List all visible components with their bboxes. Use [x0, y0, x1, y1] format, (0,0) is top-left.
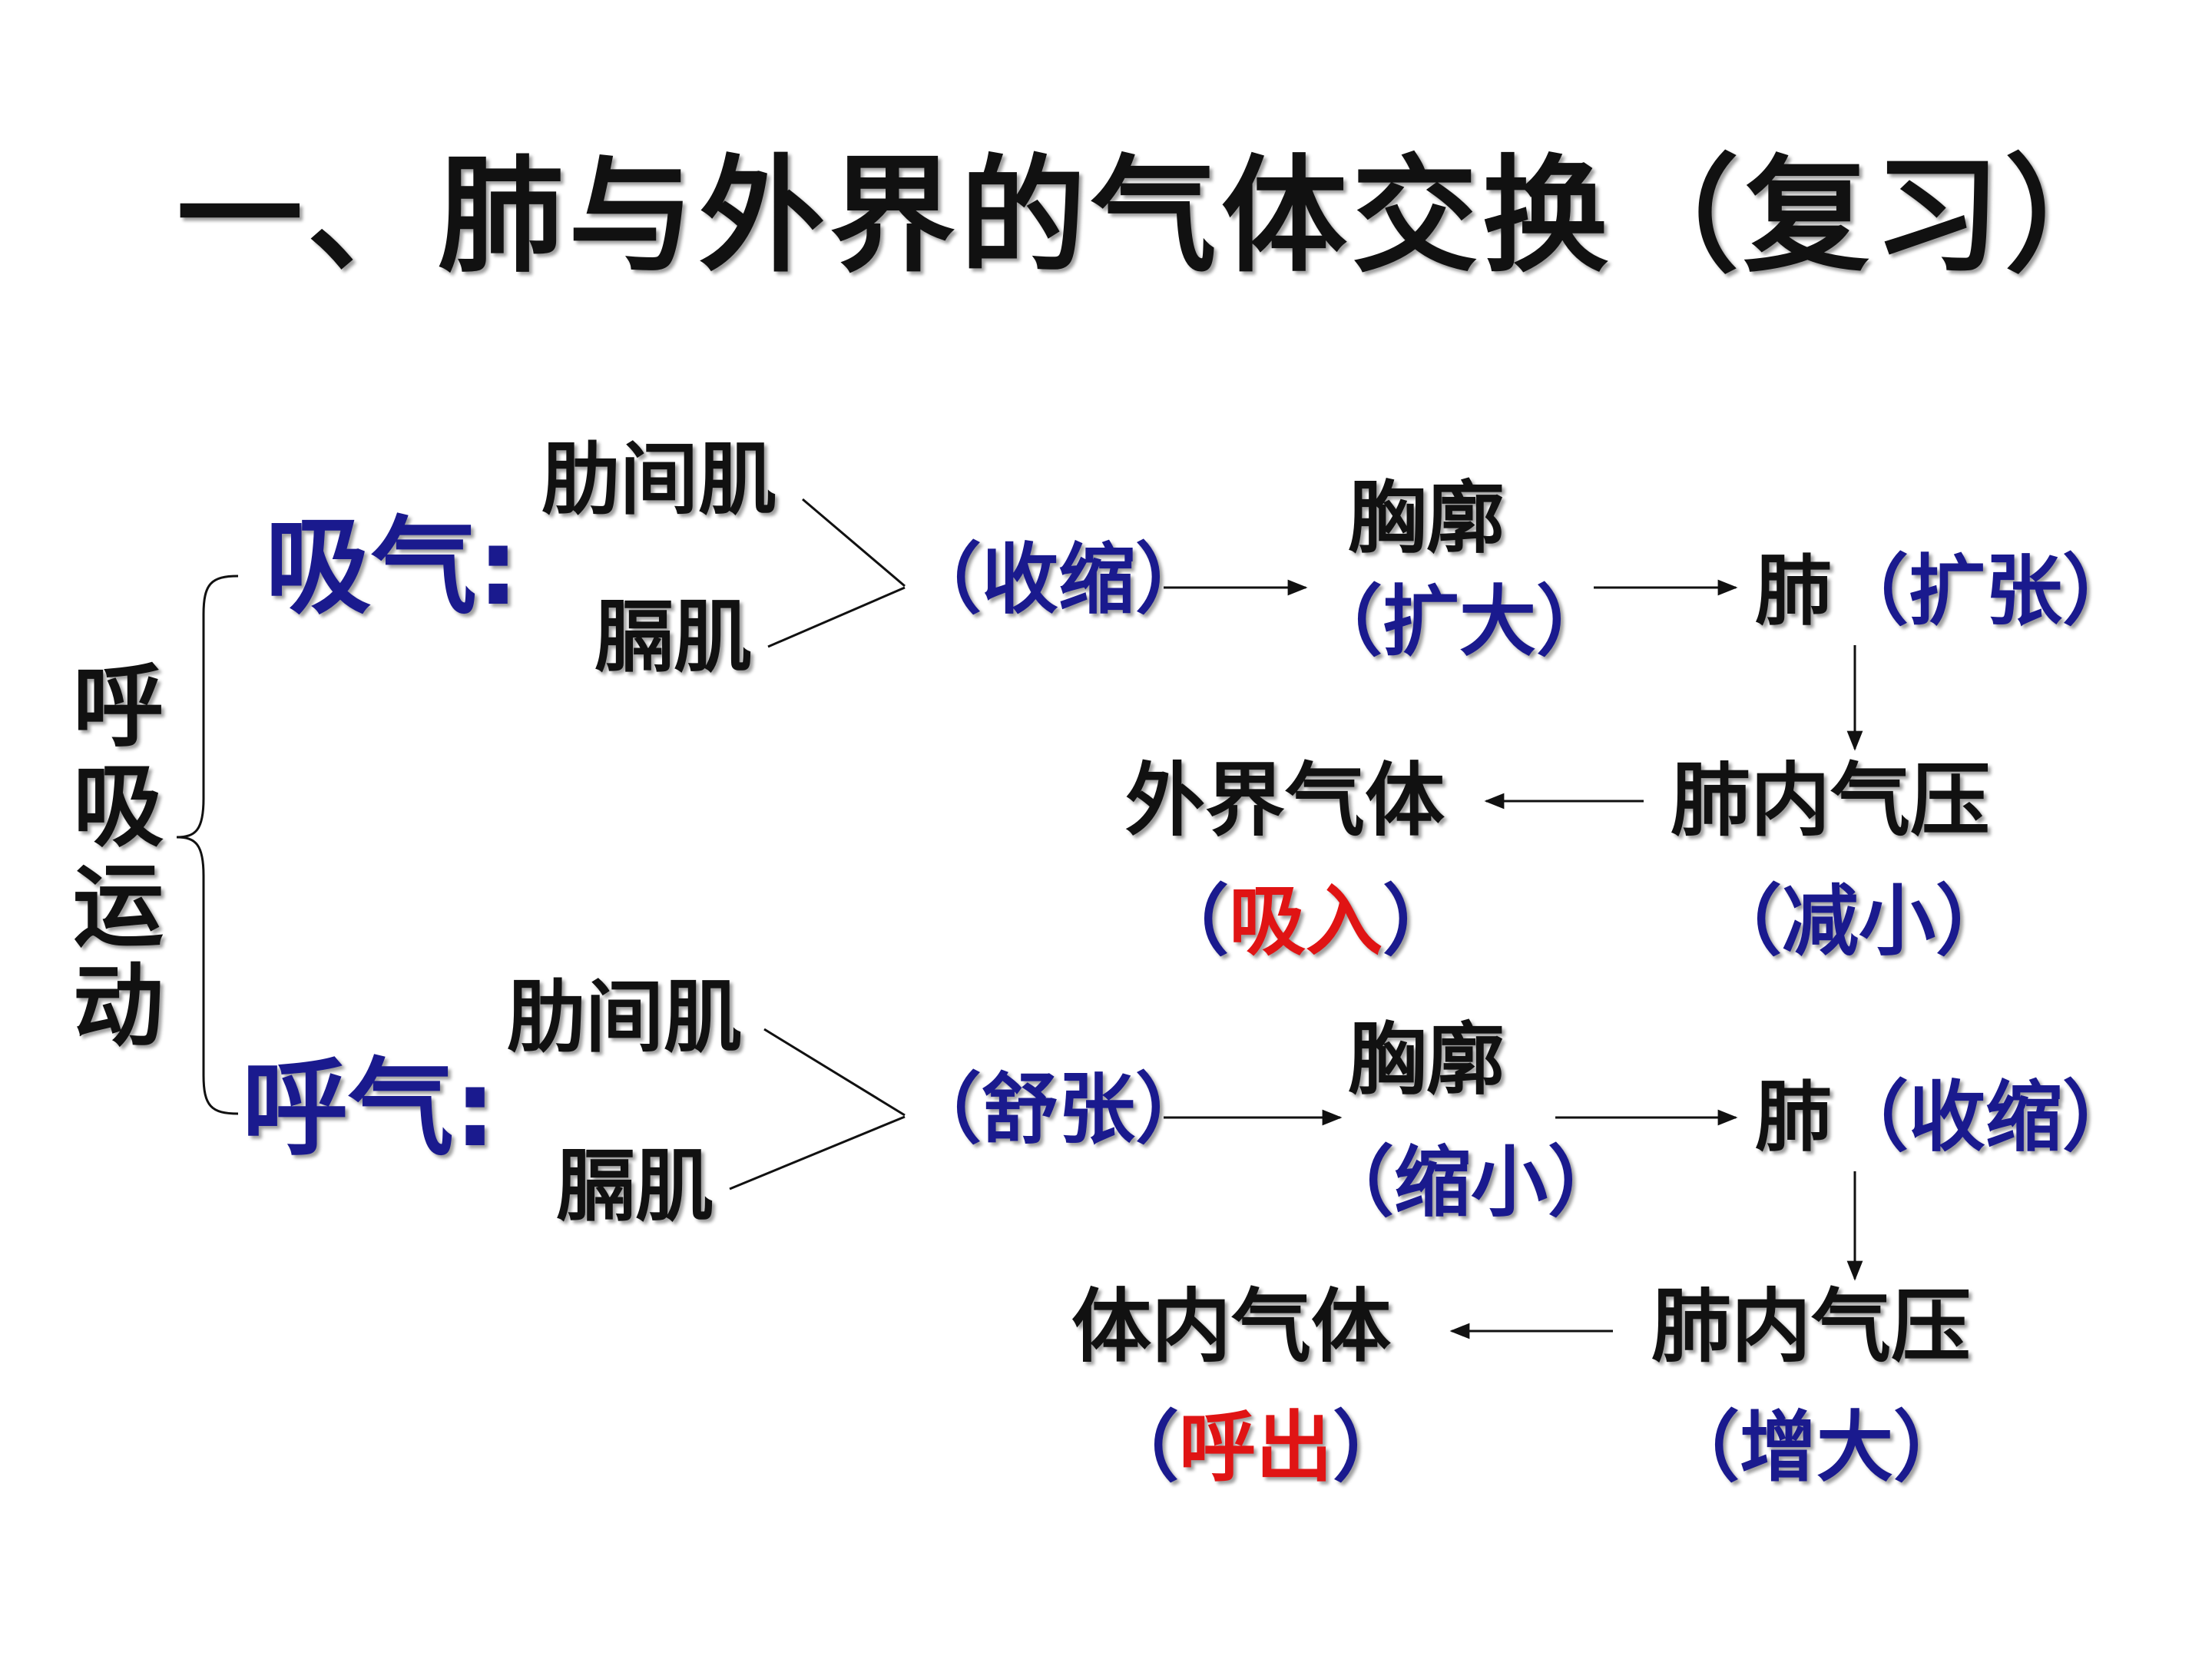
root-char: 呼	[73, 654, 164, 760]
exhale-gas-action-value: 呼出	[1179, 1402, 1333, 1492]
inhale-chest-state-value: 扩大	[1382, 577, 1536, 667]
inhale-gas-action-value: 吸入	[1229, 876, 1382, 966]
inhale-lung-state-value: 扩张	[1909, 546, 2062, 636]
root-char: 运	[73, 853, 164, 959]
inhale-gas-label: 外界气体	[1125, 753, 1445, 847]
exhale-lung: 肺（收缩）	[1755, 1072, 2139, 1162]
exhale-lung-state-value: 收缩	[1909, 1072, 2062, 1162]
inhale-muscle-state: （收缩）	[905, 535, 1212, 624]
exhale-pressure-state: （增大）	[1663, 1402, 1970, 1492]
exhale-chest-state: （缩小）	[1317, 1137, 1624, 1227]
exhale-pressure-label: 肺内气压	[1651, 1280, 1972, 1373]
inhale-chest-label: 胸廓	[1348, 473, 1505, 565]
inhale-pressure-label: 肺内气压	[1671, 753, 1991, 847]
inhale-muscle-state-value: 收缩	[982, 535, 1135, 624]
root-label: 呼 吸 运 动	[73, 657, 180, 1056]
exhale-gas-label: 体内气体	[1071, 1280, 1392, 1373]
inhale-gas-action: （吸入）	[1152, 876, 1459, 966]
inhale-muscle-intercostal: 肋间肌	[541, 435, 777, 526]
exhale-lung-label: 肺	[1755, 1072, 1832, 1162]
brace	[176, 575, 239, 1115]
inhale-line-2	[767, 586, 906, 648]
exhale-muscle-state-value: 舒张	[982, 1065, 1135, 1154]
inhale-lung: 肺（扩张）	[1755, 546, 2139, 636]
exhale-muscle-diaphragm: 膈肌	[557, 1141, 714, 1233]
inhale-lung-label: 肺	[1755, 546, 1832, 636]
page-title: 一、肺与外界的气体交换（复习）	[177, 143, 2136, 290]
inhale-pressure-state-value: 减小	[1782, 876, 1936, 966]
exhale-line-1	[763, 1028, 906, 1117]
exhale-pressure-state-value: 增大	[1740, 1402, 1893, 1492]
exhale-muscle-state: （舒张）	[905, 1065, 1212, 1154]
exhale-chest-label: 胸廓	[1348, 1015, 1505, 1106]
exhale-muscle-intercostal: 肋间肌	[507, 972, 742, 1064]
inhale-heading: 吸气:	[265, 505, 520, 629]
inhale-line-1	[802, 498, 906, 588]
exhale-heading: 呼气:	[242, 1047, 497, 1171]
root-char: 动	[73, 953, 164, 1059]
inhale-muscle-diaphragm: 膈肌	[595, 592, 752, 684]
root-char: 吸	[73, 753, 164, 859]
exhale-line-2	[729, 1115, 906, 1190]
inhale-chest-state: （扩大）	[1306, 577, 1613, 667]
exhale-gas-action: （呼出）	[1102, 1402, 1409, 1492]
inhale-pressure-state: （减小）	[1705, 876, 2012, 966]
exhale-chest-state-value: 缩小	[1394, 1137, 1548, 1227]
